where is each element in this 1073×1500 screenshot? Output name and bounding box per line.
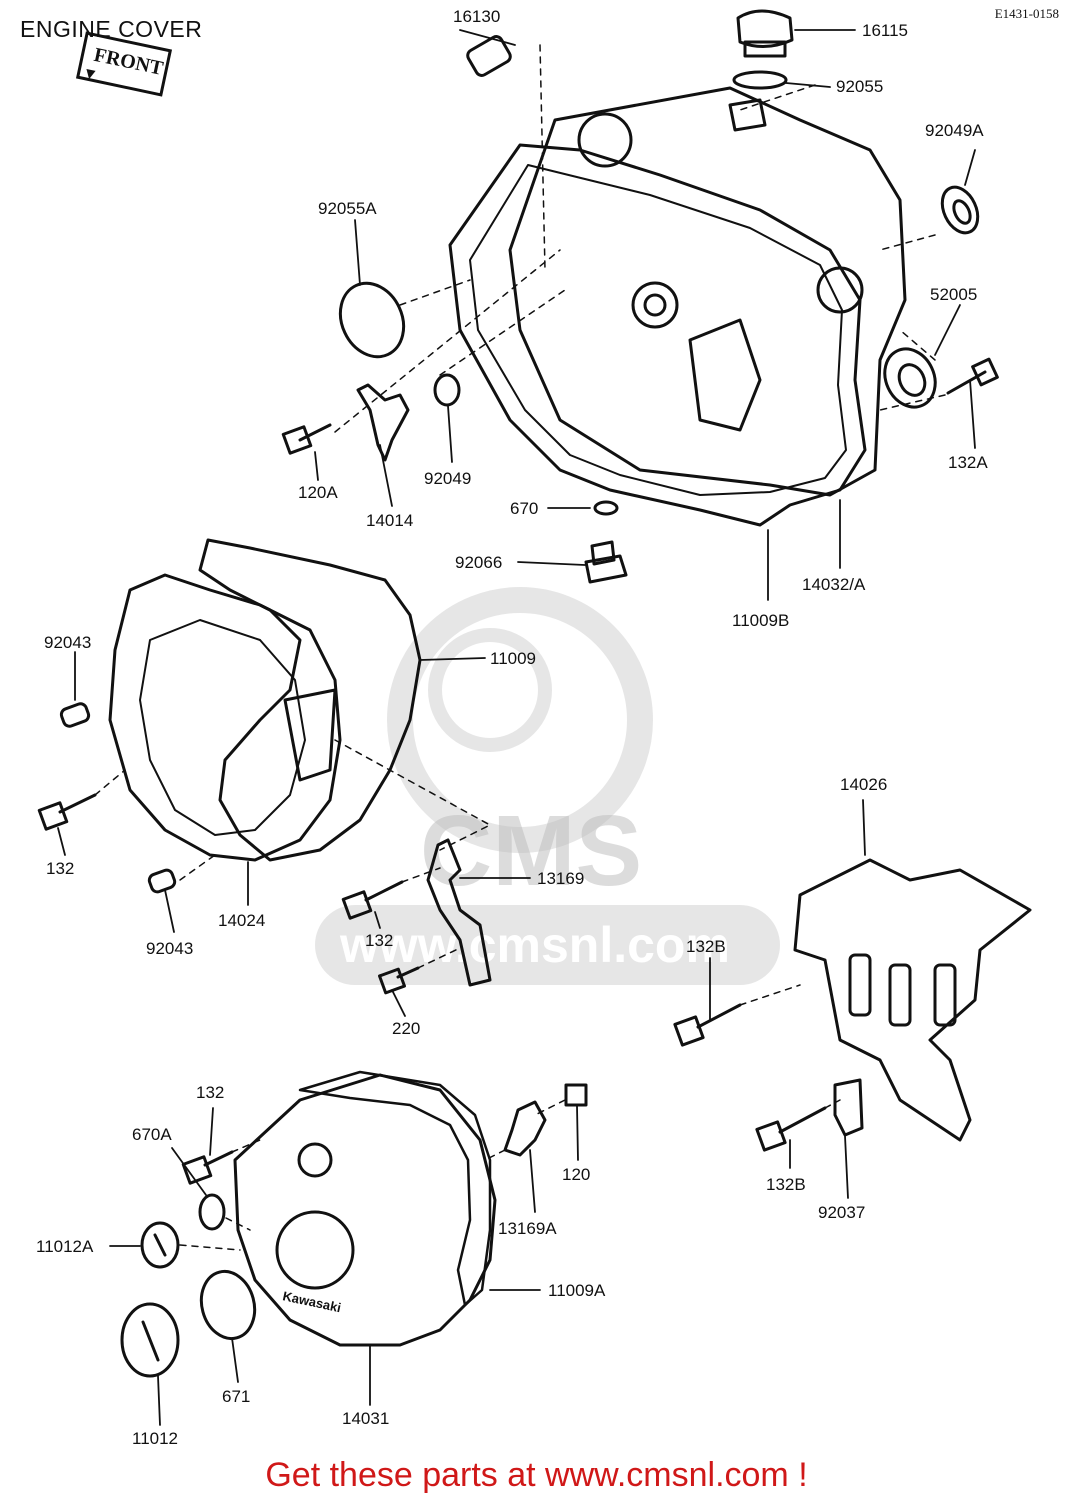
part-132-bolt-left [37, 801, 69, 831]
part-13169a-bracket [503, 1100, 547, 1157]
part-label-671[interactable]: 671 [222, 1387, 251, 1406]
part-label-14026[interactable]: 14026 [840, 775, 888, 794]
part-92043-dowel-bottom [147, 868, 177, 894]
part-132-bolt-low [181, 1155, 213, 1185]
footer-link[interactable]: Get these parts at www.cmsnl.com ! [265, 1456, 808, 1494]
part-label-11009b[interactable]: 11009B [732, 611, 790, 630]
cover-brand-badge: Kawasaki [281, 1288, 342, 1315]
part-label-92055a[interactable]: 92055A [318, 199, 377, 218]
part-label-120[interactable]: 120 [562, 1165, 591, 1184]
part-label-670[interactable]: 670 [510, 499, 539, 518]
part-92037-clamp [833, 1078, 864, 1137]
part-label-11012[interactable]: 11012 [132, 1429, 179, 1448]
part-label-14024[interactable]: 14024 [218, 911, 266, 930]
part-label-14031[interactable]: 14031 [342, 1409, 390, 1428]
part-label-14014[interactable]: 14014 [366, 511, 414, 530]
part-14026-sprocket-cover [793, 858, 1032, 1142]
part-label-16115[interactable]: 16115 [862, 21, 909, 40]
part-132a-bolt [946, 370, 987, 395]
part-label-11012a[interactable]: 11012A [36, 1237, 94, 1256]
part-16115-cap [736, 9, 794, 48]
gasket-11009a [298, 1070, 492, 1307]
part-670-washer [593, 500, 619, 516]
part-label-11009[interactable]: 11009 [490, 649, 537, 668]
part-label-92043-top[interactable]: 92043 [44, 633, 92, 652]
part-120-bolt [564, 1083, 588, 1107]
part-132b-bolt-top [673, 1015, 705, 1047]
part-52005-seal [883, 347, 937, 409]
part-label-132-mid[interactable]: 132 [365, 931, 394, 950]
part-132b-bolt-bottom [755, 1120, 787, 1152]
gasket-11009b [448, 143, 867, 527]
part-label-132-left[interactable]: 132 [46, 859, 75, 878]
part-label-11009a[interactable]: 11009A [548, 1281, 606, 1300]
part-11012-plug [120, 1302, 180, 1378]
part-label-13169a[interactable]: 13169A [498, 1219, 557, 1238]
watermark-url: www.cmsnl.com [339, 917, 730, 973]
diagram-code: E1431-0158 [994, 6, 1059, 21]
part-14014-bracket [356, 383, 410, 462]
part-220-screw [378, 967, 406, 995]
part-label-92066[interactable]: 92066 [455, 553, 503, 572]
crankcase-cover-right [508, 86, 907, 497]
part-label-120a[interactable]: 120A [298, 483, 338, 502]
part-92055a-oring [338, 281, 406, 359]
part-label-92037[interactable]: 92037 [818, 1203, 866, 1222]
part-670a-washer [198, 1193, 226, 1231]
watermark-logo [315, 587, 780, 985]
part-label-92043-bottom[interactable]: 92043 [146, 939, 194, 958]
part-92055-oring [732, 70, 788, 90]
part-14024-frame [108, 573, 342, 862]
part-label-132b-bottom[interactable]: 132B [766, 1175, 806, 1194]
part-label-13169[interactable]: 13169 [537, 869, 585, 888]
part-label-220[interactable]: 220 [392, 1019, 421, 1038]
watermark-brand: CMS [420, 795, 642, 907]
gasket-11009 [198, 538, 422, 862]
page-title: ENGINE COVER [20, 16, 203, 42]
part-13169-plate [426, 838, 492, 987]
part-label-670a[interactable]: 670A [132, 1125, 172, 1144]
part-11012a-plug [140, 1221, 180, 1269]
part-label-92055[interactable]: 92055 [836, 77, 884, 96]
part-14031-cover [233, 1073, 497, 1347]
part-label-16130[interactable]: 16130 [453, 7, 501, 26]
part-label-92049[interactable]: 92049 [424, 469, 472, 488]
part-16130-plug [466, 35, 512, 77]
part-label-132-low[interactable]: 132 [196, 1083, 225, 1102]
part-92066-drain-plug [590, 540, 616, 566]
part-label-132a[interactable]: 132A [948, 453, 988, 472]
part-92043-dowel-top [59, 702, 91, 728]
part-671-oring [199, 1269, 257, 1341]
part-label-132b-top[interactable]: 132B [686, 937, 726, 956]
part-92049a-seal [940, 185, 980, 235]
part-120a-bolt [281, 425, 313, 455]
part-label-92049a[interactable]: 92049A [925, 121, 984, 140]
part-132-bolt-mid [341, 890, 373, 920]
part-label-52005[interactable]: 52005 [930, 285, 978, 304]
part-92049-seal [433, 373, 461, 407]
part-label-14032a[interactable]: 14032/A [802, 575, 866, 594]
